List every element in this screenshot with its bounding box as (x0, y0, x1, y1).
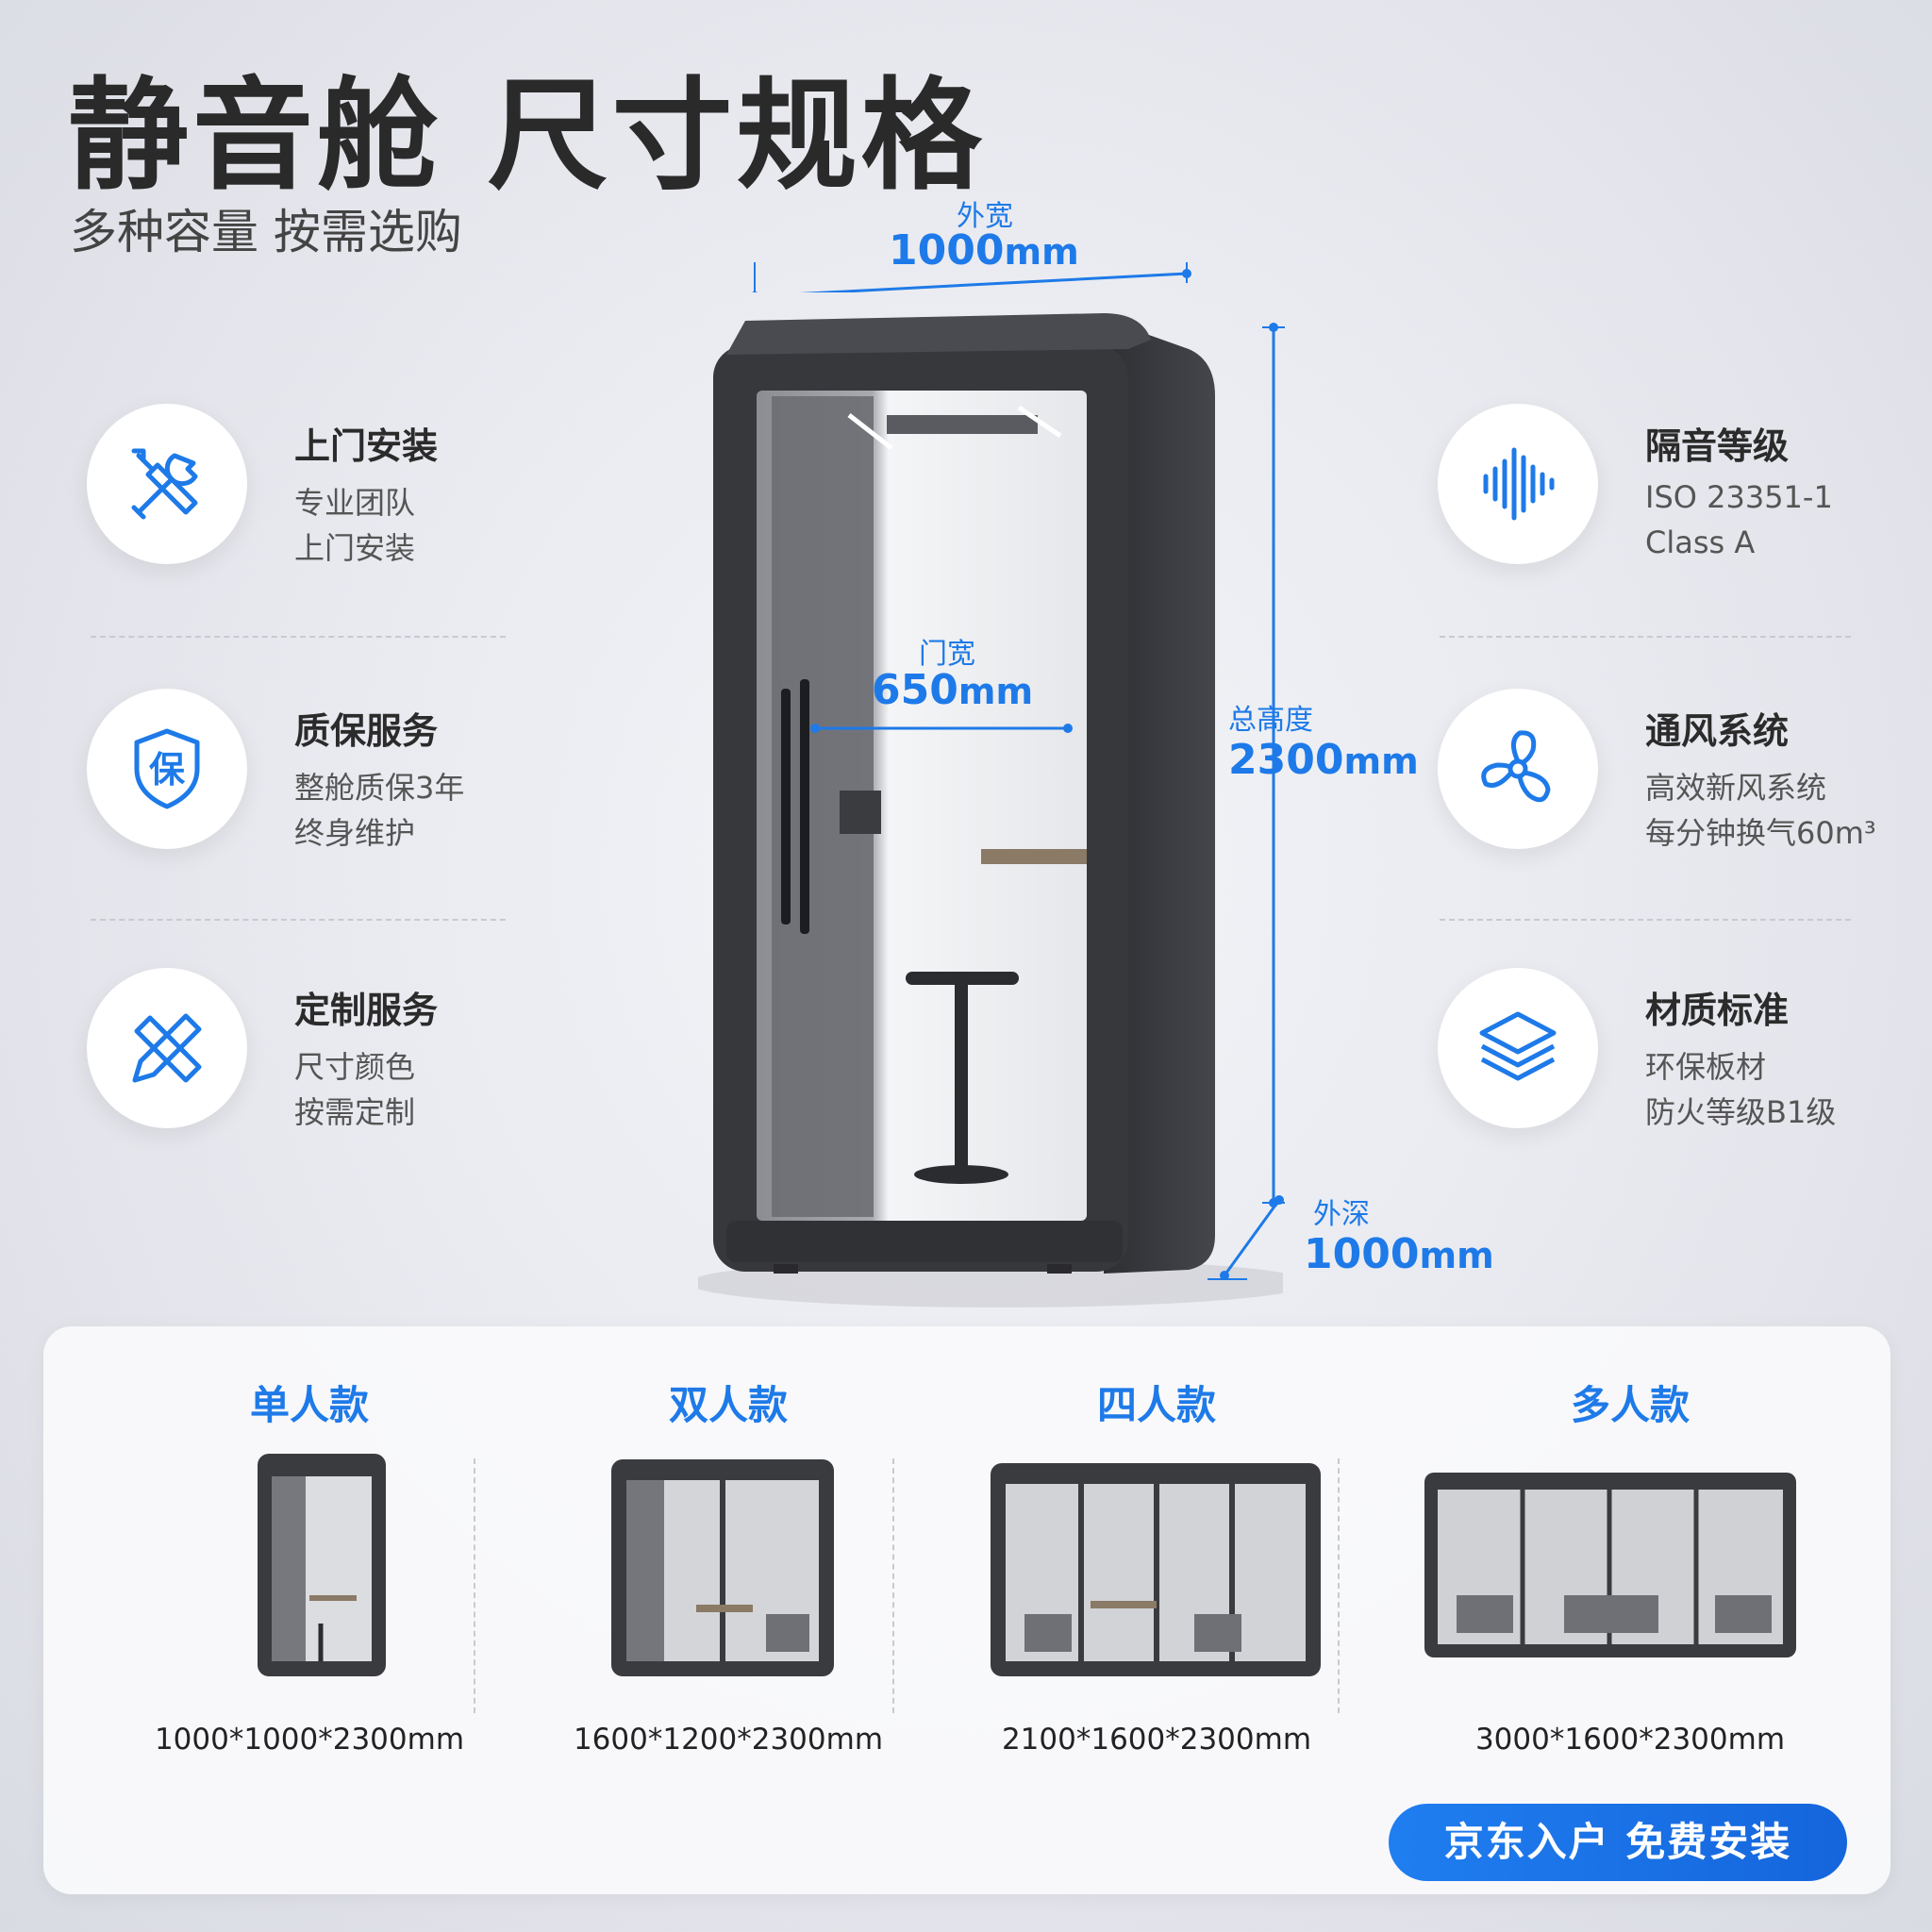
tools-icon (131, 448, 198, 520)
model-multi-name: 多人款 (1570, 1382, 1690, 1428)
separator-1 (474, 1458, 475, 1713)
outer-depth-value: 1000mm (1304, 1230, 1494, 1278)
door-width-unit: mm (958, 671, 1034, 712)
divider-left-1 (91, 636, 506, 638)
feature-ventilation: 通风系统 高效新风系统 每分钟换气60m³ (1438, 689, 1932, 877)
feature-custom-line1: 尺寸颜色 (294, 1049, 416, 1085)
outer-width-number: 1000 (889, 226, 1005, 275)
separator-3 (1338, 1458, 1340, 1713)
model-four-name: 四人款 (1096, 1382, 1216, 1428)
model-single[interactable]: 单人款 1000*1000*2300mm (102, 1326, 517, 1779)
door-width-label: 门宽 (919, 638, 975, 671)
feature-soundproof-circle (1438, 404, 1598, 564)
model-double[interactable]: 双人款 1600*1200*2300mm (521, 1326, 936, 1779)
model-four-image (991, 1463, 1321, 1676)
feature-custom-circle (87, 968, 247, 1128)
feature-warranty-title: 质保服务 (294, 710, 439, 752)
feature-custom: 定制服务 尺寸颜色 按需定制 (87, 968, 615, 1157)
model-double-image (611, 1459, 834, 1676)
total-height-number: 2300 (1228, 736, 1344, 784)
feature-installation-line1: 专业团队 (294, 485, 416, 521)
free-install-button[interactable]: 京东入户 免费安装 (1389, 1804, 1847, 1881)
feature-warranty-line1: 整舱质保3年 (294, 770, 465, 806)
outer-width-line (752, 262, 1191, 292)
feature-ventilation-line2: 每分钟换气60m³ (1645, 815, 1876, 851)
feature-installation-circle (87, 404, 247, 564)
outer-depth-line (1208, 1195, 1284, 1280)
separator-2 (892, 1458, 894, 1713)
feature-material: 材质标准 环保板材 防火等级B1级 (1438, 968, 1932, 1157)
feature-installation-title: 上门安装 (294, 425, 439, 467)
page-subtitle: 多种容量 按需选购 (70, 205, 462, 259)
model-double-name: 双人款 (668, 1382, 788, 1428)
feature-material-circle (1438, 968, 1598, 1128)
feature-custom-line2: 按需定制 (294, 1094, 416, 1130)
model-single-image (258, 1454, 386, 1676)
feature-installation-line2: 上门安装 (294, 530, 416, 566)
page-title: 静音舱 尺寸规格 (68, 66, 986, 207)
layers-icon (1479, 1011, 1557, 1081)
feature-warranty-line2: 终身维护 (294, 815, 416, 851)
divider-left-2 (91, 919, 506, 921)
total-height-line (1262, 323, 1285, 1208)
door-width-number: 650 (872, 666, 958, 714)
outer-depth-number: 1000 (1304, 1230, 1420, 1278)
feature-warranty-circle: 保 (87, 689, 247, 849)
models-panel: 单人款 1000*1000*2300mm 双人款 1600*1200*2300m… (43, 1326, 1890, 1894)
feature-ventilation-line1: 高效新风系统 (1645, 770, 1827, 806)
model-single-size: 1000*1000*2300mm (154, 1723, 465, 1757)
divider-right-2 (1440, 919, 1851, 921)
outer-depth-unit: mm (1419, 1235, 1494, 1276)
feature-soundproof-title: 隔音等级 (1645, 425, 1790, 467)
fan-icon (1481, 730, 1551, 803)
model-multi[interactable]: 多人款 3000*1600*2300mm (1423, 1326, 1838, 1779)
feature-installation: 上门安装 专业团队 上门安装 (87, 404, 615, 592)
ruler-pencil-icon (132, 1013, 202, 1083)
model-double-size: 1600*1200*2300mm (573, 1723, 884, 1757)
outer-width-value: 1000mm (889, 226, 1079, 275)
feature-material-line2: 防火等级B1级 (1645, 1094, 1837, 1130)
feature-custom-title: 定制服务 (294, 990, 439, 1031)
soundwave-icon (1483, 447, 1555, 521)
divider-right-1 (1440, 636, 1851, 638)
door-width-value: 650mm (872, 666, 1033, 714)
model-multi-size: 3000*1600*2300mm (1474, 1723, 1786, 1757)
feature-ventilation-title: 通风系统 (1645, 710, 1790, 752)
model-four[interactable]: 四人款 2100*1600*2300mm (949, 1326, 1364, 1779)
shield-icon: 保 (134, 728, 200, 809)
shield-glyph: 保 (149, 749, 186, 791)
door-width-line (810, 724, 1073, 733)
outer-width-unit: mm (1004, 231, 1079, 273)
model-single-name: 单人款 (249, 1382, 369, 1428)
model-multi-image (1424, 1473, 1796, 1657)
total-height-label: 总高度 (1228, 704, 1313, 737)
feature-warranty: 保 质保服务 整舱质保3年 终身维护 (87, 689, 615, 877)
feature-ventilation-circle (1438, 689, 1598, 849)
total-height-value: 2300mm (1228, 736, 1419, 784)
feature-soundproof-line1: ISO 23351-1 (1645, 479, 1833, 515)
feature-material-line1: 环保板材 (1645, 1049, 1767, 1085)
outer-depth-label: 外深 (1313, 1198, 1370, 1231)
model-four-size: 2100*1600*2300mm (1001, 1723, 1312, 1757)
feature-soundproof: 隔音等级 ISO 23351-1 Class A (1438, 404, 1932, 592)
main-pod-image (698, 313, 1283, 1307)
feature-soundproof-line2: Class A (1645, 525, 1756, 560)
feature-material-title: 材质标准 (1645, 990, 1790, 1031)
total-height-unit: mm (1343, 741, 1419, 782)
outer-width-label: 外宽 (957, 200, 1013, 233)
